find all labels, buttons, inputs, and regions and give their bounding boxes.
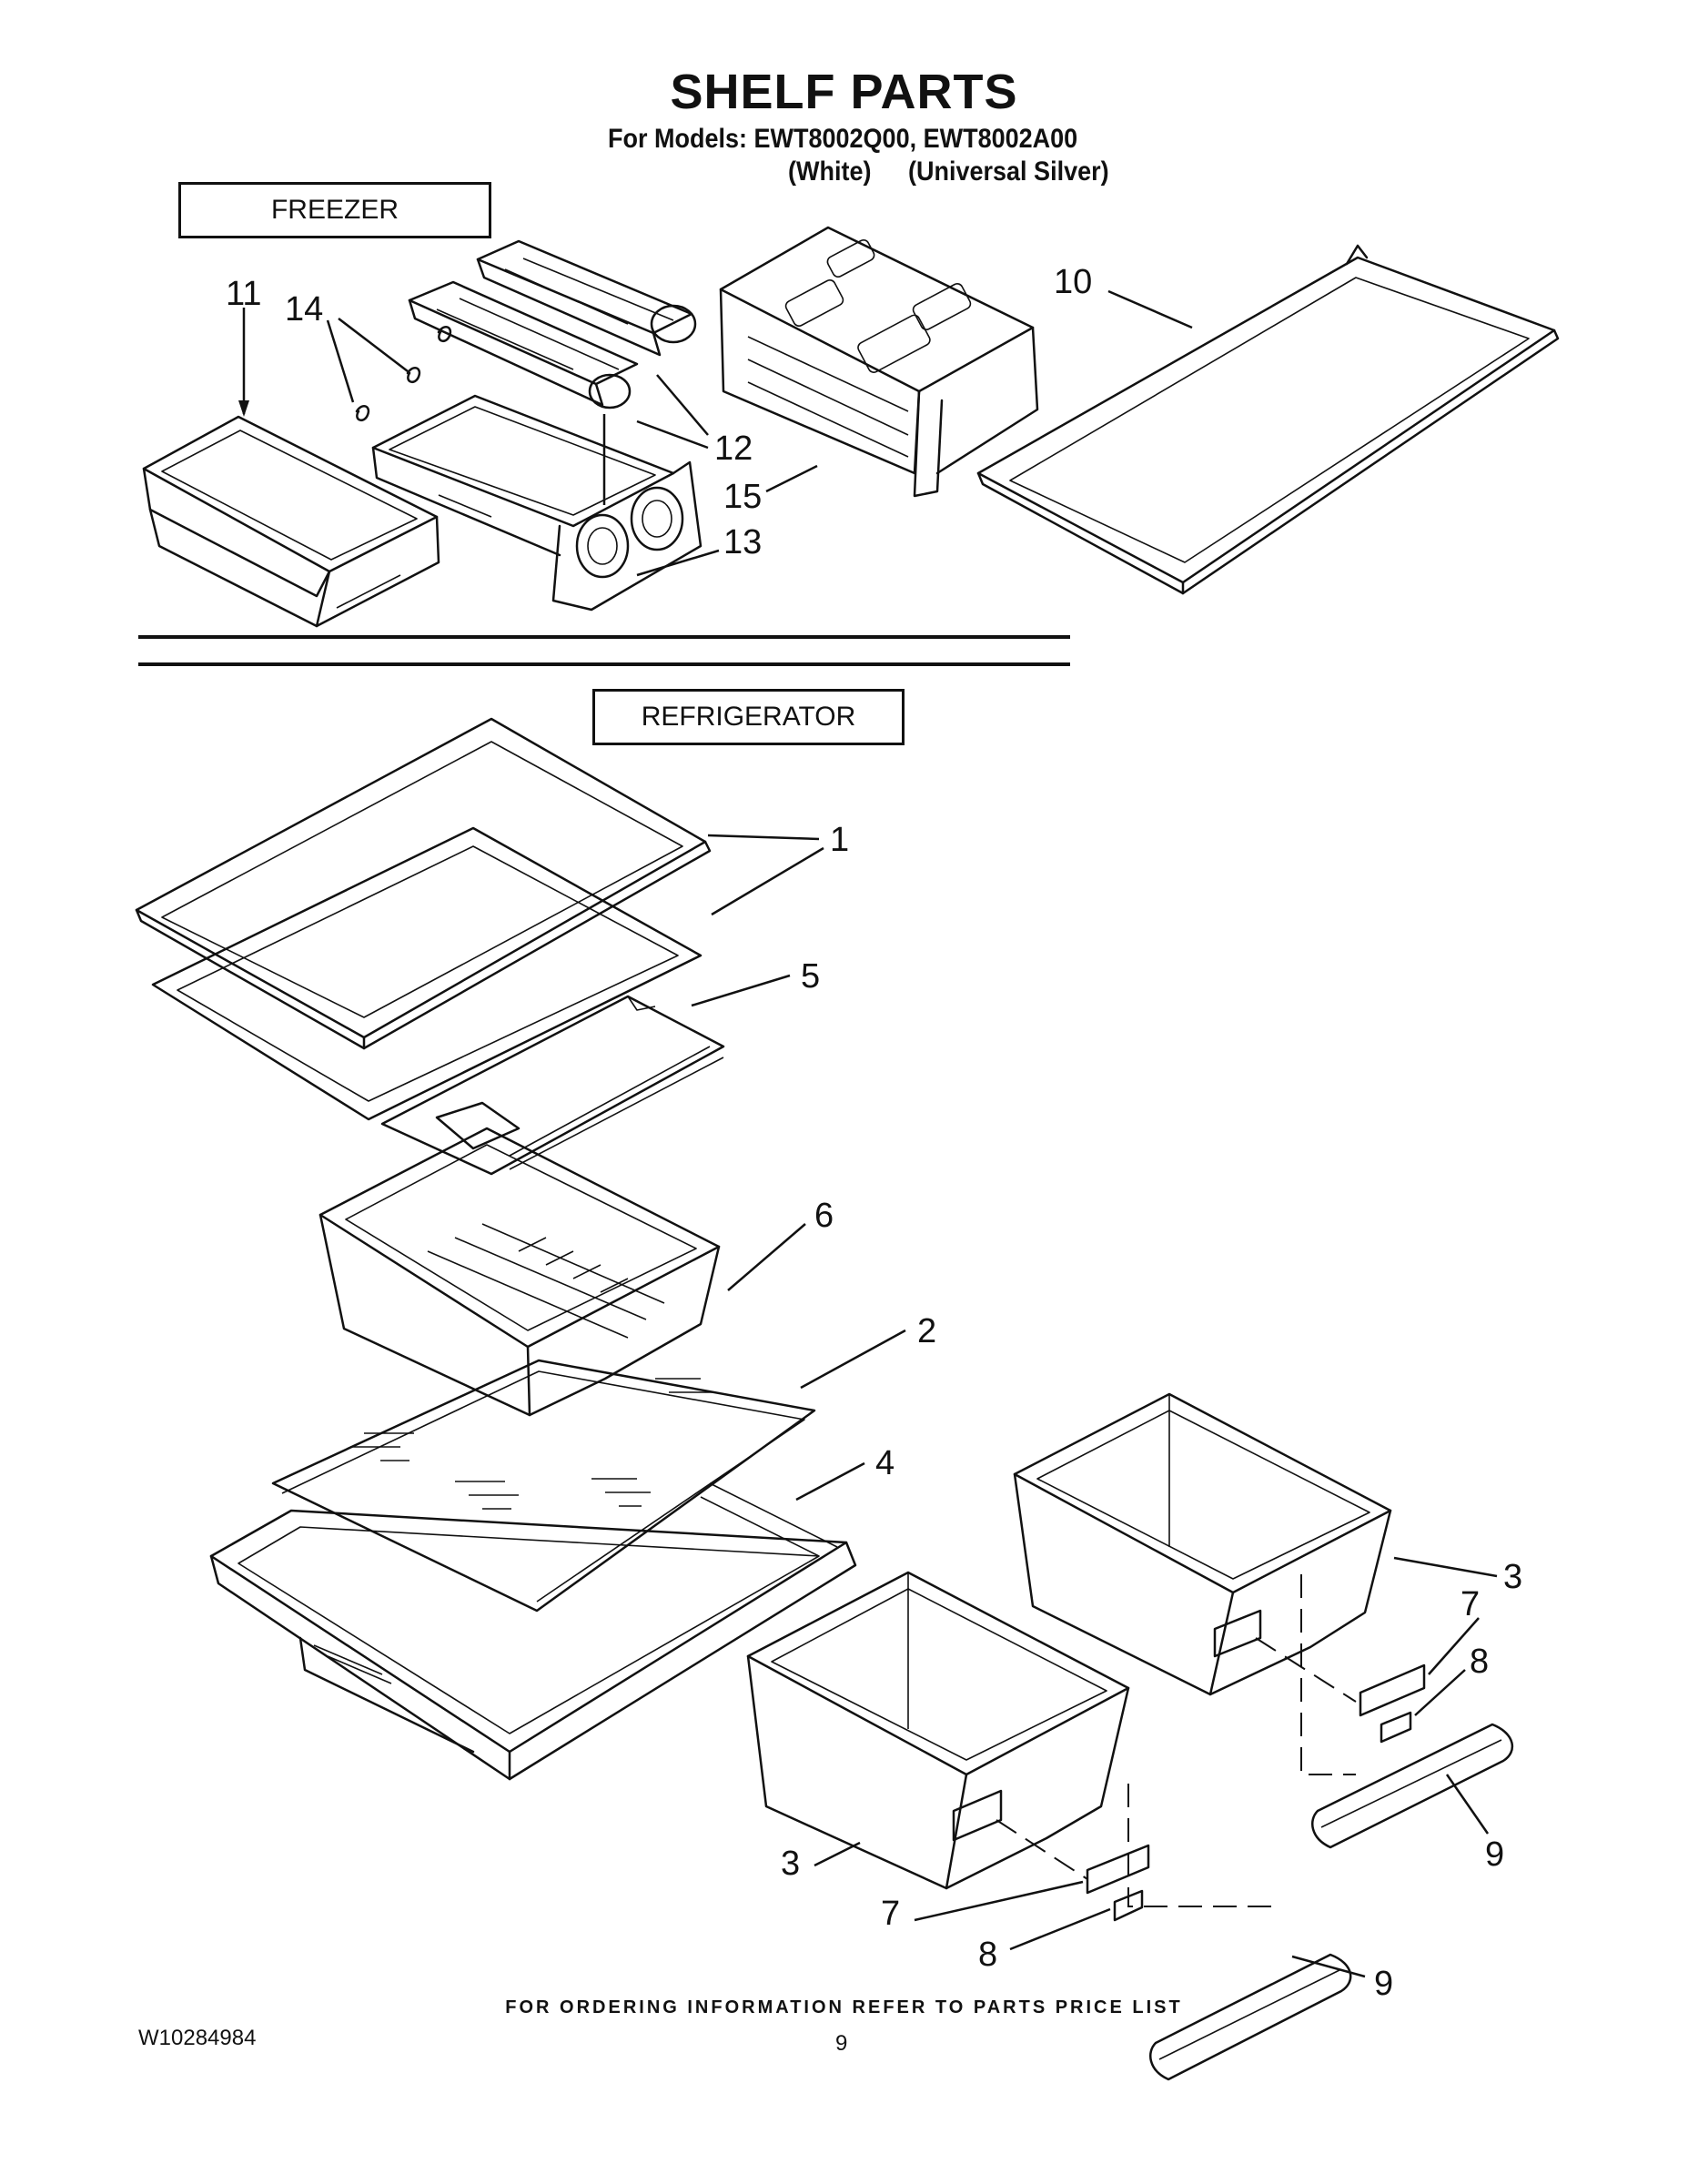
part-1-spillproof-shelves — [135, 717, 712, 1121]
part-11-freezer-bin — [142, 415, 440, 628]
part-10-freezer-shelf — [976, 244, 1560, 595]
part-9-crisper-tracks — [1148, 1723, 1514, 2081]
callout-6: 6 — [814, 1197, 834, 1235]
part-14-clips — [355, 325, 452, 422]
variant-white-label: (White) — [788, 157, 872, 187]
part-2-glass-shelf — [271, 1359, 816, 1613]
callout-8-left: 8 — [978, 1936, 997, 1974]
callout-9-right: 9 — [1485, 1835, 1504, 1874]
part-3-crisper-drawer-right — [1013, 1392, 1392, 1696]
callout-1: 1 — [830, 821, 849, 859]
callout-7-left: 7 — [881, 1895, 900, 1933]
page-title: SHELF PARTS — [670, 65, 1018, 119]
callout-3-left: 3 — [781, 1845, 800, 1883]
page-number: 9 — [835, 2031, 848, 2056]
part-12-ice-trays — [408, 239, 697, 410]
section-divider-top — [138, 635, 1070, 639]
callout-14: 14 — [285, 290, 323, 329]
callout-3-right: 3 — [1503, 1558, 1522, 1596]
callout-5: 5 — [801, 957, 820, 996]
document-number: W10284984 — [138, 2026, 257, 2050]
callout-2: 2 — [917, 1312, 936, 1350]
section-divider-bottom — [138, 662, 1070, 666]
part-15-ice-bin-cover — [719, 226, 1039, 498]
callout-12: 12 — [714, 430, 753, 468]
part-7-8-right-hardware — [1359, 1663, 1426, 1744]
part-7-8-left-hardware — [1086, 1844, 1150, 1922]
callout-15: 15 — [723, 478, 762, 516]
callout-10: 10 — [1054, 263, 1092, 301]
variant-silver-label: (Universal Silver) — [908, 157, 1109, 187]
callout-11: 11 — [226, 275, 261, 313]
callout-13: 13 — [723, 523, 762, 561]
callout-8-right: 8 — [1470, 1643, 1489, 1681]
models-subtitle: For Models: EWT8002Q00, EWT8002A00 — [608, 124, 1078, 154]
freezer-section-label: FREEZER — [178, 182, 491, 238]
part-3-crisper-drawer-left — [746, 1571, 1130, 1890]
part-5-shelf-frame — [380, 995, 725, 1176]
callout-4: 4 — [875, 1444, 895, 1482]
part-6-deli-drawer — [318, 1127, 721, 1417]
refrigerator-section-label: REFRIGERATOR — [592, 689, 905, 745]
ordering-info-note: FOR ORDERING INFORMATION REFER TO PARTS … — [505, 1997, 1183, 2017]
part-13-ice-tray-rack — [371, 394, 702, 612]
part-4-crisper-cover-frame — [209, 1482, 857, 1781]
callout-7-right: 7 — [1461, 1585, 1480, 1623]
callout-9-left: 9 — [1374, 1965, 1393, 2003]
